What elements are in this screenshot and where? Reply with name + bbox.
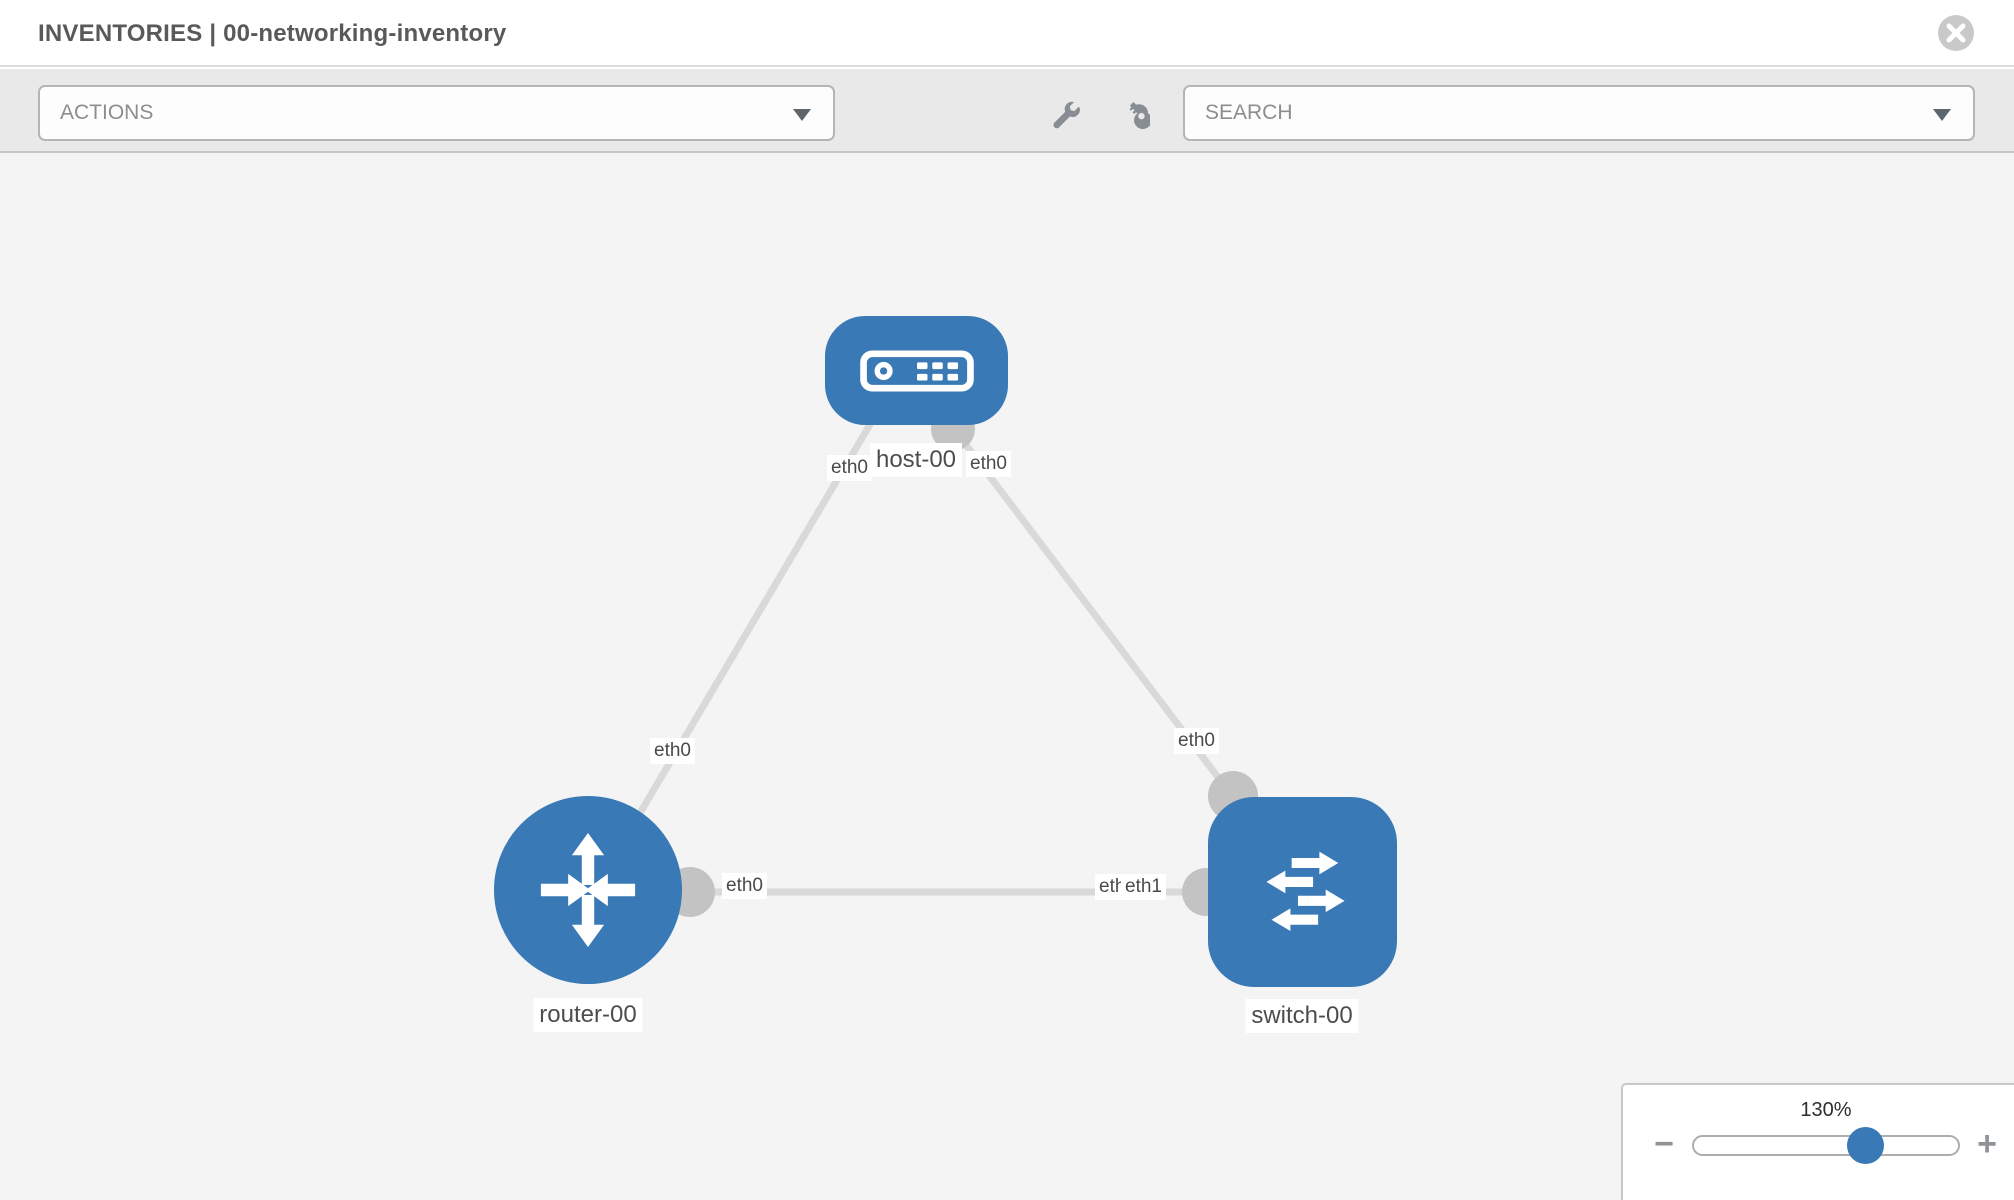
configure-button[interactable] (1050, 100, 1082, 132)
node-label-host: host-00 (869, 443, 963, 477)
port-label-switch-left-front: eth1 (1121, 874, 1166, 900)
search-dropdown[interactable]: SEARCH (1183, 85, 1975, 141)
port-label-host-right: eth0 (966, 451, 1011, 477)
zoom-value: 130% (1800, 1099, 1852, 1121)
zoom-slider-track[interactable] (1692, 1135, 1960, 1156)
search-dropdown-label: SEARCH (1205, 101, 1293, 124)
router-arrows-icon (540, 832, 636, 948)
port-label-switch-top: eth0 (1174, 728, 1219, 754)
key-icon (1129, 102, 1152, 129)
zoom-slider-handle[interactable] (1847, 1127, 1884, 1164)
topology-links-layer (636, 407, 1258, 917)
port-label-router-top: eth0 (650, 738, 695, 764)
wrench-icon (1053, 101, 1080, 129)
server-icon (859, 349, 974, 392)
toolbar: ACTIONS SEARCH (0, 69, 2014, 153)
close-button[interactable] (1938, 15, 1974, 51)
chevron-down-icon (1933, 109, 1951, 121)
node-label-router: router-00 (533, 998, 643, 1032)
port-label-host-left: eth0 (827, 455, 872, 481)
actions-dropdown[interactable]: ACTIONS (38, 85, 835, 141)
node-host-00[interactable] (825, 316, 1008, 425)
chevron-down-icon (793, 109, 811, 121)
header: INVENTORIES | 00-networking-inventory (0, 0, 2014, 67)
switch-arrows-icon (1265, 851, 1345, 932)
node-router-00[interactable] (494, 796, 682, 984)
close-icon (1946, 23, 1966, 43)
port-label-router-right: eth0 (722, 873, 767, 899)
credentials-button[interactable] (1118, 100, 1152, 132)
node-switch-00[interactable] (1208, 797, 1397, 987)
zoom-in-button[interactable]: + (1977, 1125, 1997, 1163)
page-title: INVENTORIES | 00-networking-inventory (38, 20, 507, 47)
node-label-switch: switch-00 (1245, 999, 1359, 1033)
topology-canvas: host-00 router-00 switch-00 eth0 eth0 et… (0, 153, 2014, 1200)
actions-dropdown-label: ACTIONS (60, 101, 154, 124)
zoom-out-button[interactable]: − (1654, 1125, 1674, 1163)
zoom-panel: 130% − + (1621, 1083, 2014, 1200)
